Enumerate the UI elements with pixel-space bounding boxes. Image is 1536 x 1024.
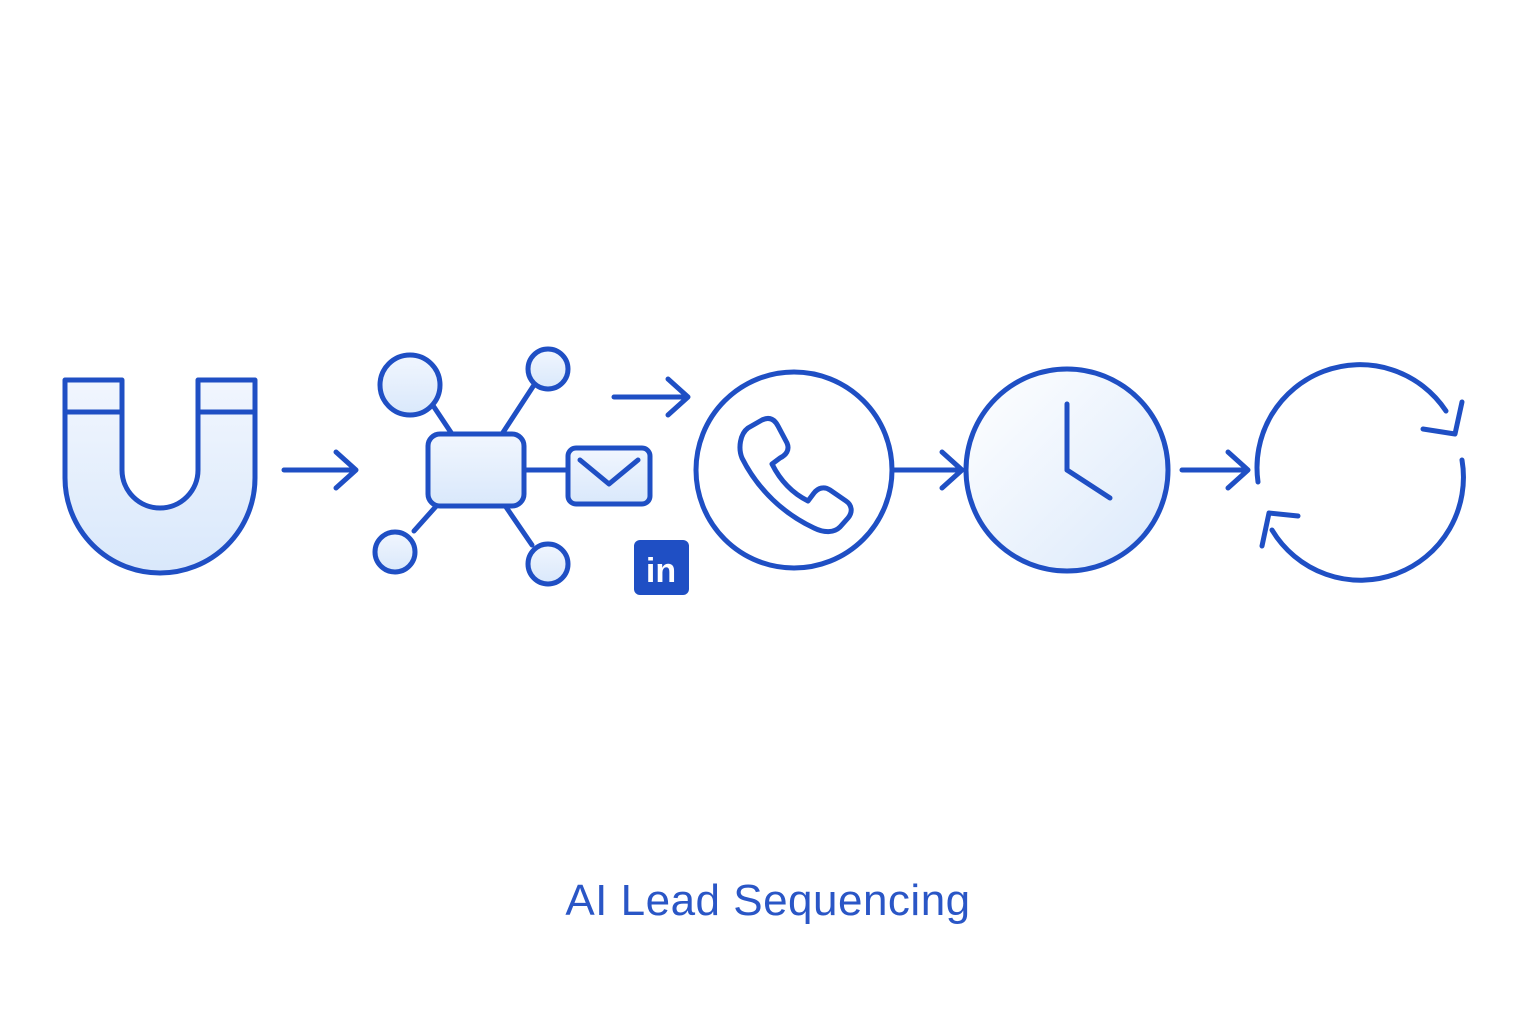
arrow-right-icon — [281, 449, 359, 491]
email-icon — [565, 445, 653, 507]
arrow-right-icon — [611, 376, 691, 418]
magnet-icon — [62, 377, 258, 576]
diagram-caption: AI Lead Sequencing — [565, 876, 971, 925]
refresh-cycle-icon — [1254, 362, 1466, 583]
linkedin-badge-text: in — [646, 552, 676, 590]
arrow-right-icon — [1179, 449, 1251, 491]
network-hub-icon — [372, 346, 571, 587]
linkedin-icon: in — [634, 540, 689, 595]
clock-icon — [963, 366, 1171, 574]
arrow-right-icon — [889, 449, 965, 491]
phone-icon — [693, 369, 895, 571]
